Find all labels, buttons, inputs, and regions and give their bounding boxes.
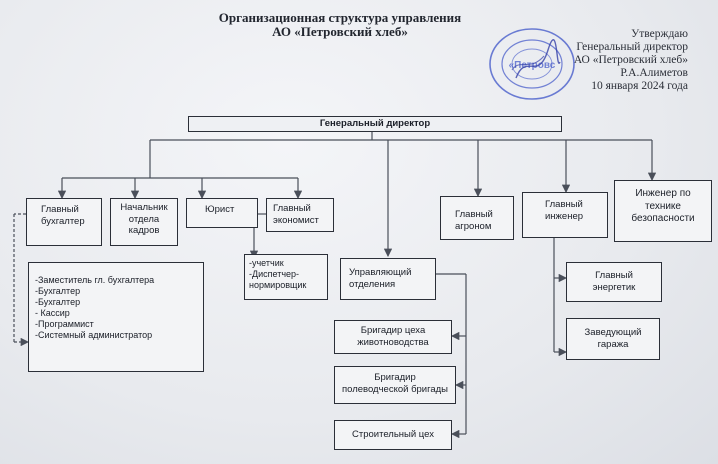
approval-line-approve: Утверждаю — [631, 28, 688, 40]
garage-head-label-2: гаража — [597, 338, 629, 350]
ceo-label: Генеральный директор — [319, 118, 431, 130]
lawyer-box: Юрист — [186, 198, 258, 228]
document-title-line1: Организационная структура управления — [218, 10, 462, 25]
branch-manager-label-1: Управляющий — [349, 267, 412, 278]
ceo-box: Генеральный директор — [188, 116, 562, 132]
chief-economist-box: Главный экономист — [266, 198, 334, 232]
garage-head-label-1: Заведующий — [584, 327, 642, 338]
svg-text:«Петровс: «Петровс — [509, 60, 556, 71]
branch-manager-label-2: отделения — [349, 278, 396, 290]
construction-label: Строительный цех — [352, 429, 434, 441]
hr-head-box: Начальник отдела кадров — [110, 198, 178, 246]
accounting-staff-item: -Бухгалтер — [35, 297, 81, 307]
chief-economist-label-1: Главный — [273, 203, 311, 214]
approval-line-company: АО «Петровский хлеб» — [573, 54, 688, 66]
accounting-staff-box: -Заместитель гл. бухгалтера -Бухгалтер -… — [28, 262, 204, 372]
company-seal-stamp: «Петровс — [489, 28, 575, 100]
livestock-foreman-label-1: Бригадир цеха — [360, 325, 426, 336]
chief-economist-label-2: экономист — [273, 214, 319, 226]
accounting-staff-item: -Программист — [35, 319, 94, 329]
field-foreman-box: Бригадир полеводческой бригады — [334, 366, 456, 404]
chief-agronomist-label-1: Главный — [455, 209, 493, 220]
livestock-foreman-box: Бригадир цеха животноводства — [334, 320, 452, 354]
chief-accountant-label-1: Главный — [41, 204, 79, 215]
field-foreman-label-1: Бригадир — [374, 372, 416, 383]
safety-engineer-label-2: технике — [645, 200, 681, 212]
approval-line-position: Генеральный директор — [576, 41, 688, 53]
safety-engineer-box: Инженер по технике безопасности — [614, 180, 712, 242]
chief-engineer-label-1: Главный — [545, 199, 583, 210]
branch-manager-box: Управляющий отделения — [340, 258, 436, 300]
chief-engineer-label-2: инженер — [545, 210, 584, 222]
livestock-foreman-label-2: животноводства — [357, 336, 429, 348]
hr-head-label-1: Начальник — [120, 202, 168, 213]
accounting-staff-item: -Бухгалтер — [35, 286, 81, 296]
chief-agronomist-box: Главный агроном — [440, 196, 514, 240]
chief-accountant-box: Главный бухгалтер — [26, 198, 102, 246]
economist-staff-item: нормировщик — [249, 280, 307, 290]
field-foreman-label-2: полеводческой бригады — [341, 383, 449, 395]
hr-head-label-2: отдела — [128, 213, 160, 225]
document-title-line2: АО «Петровский хлеб» — [272, 24, 408, 39]
chief-accountant-label-2: бухгалтер — [41, 215, 85, 227]
approval-line-signatory: Р.А.Алиметов — [620, 67, 688, 79]
approval-line-date: 10 января 2024 года — [591, 80, 688, 92]
chief-engineer-box: Главный инженер — [522, 192, 608, 238]
economist-staff-box: -учетчик -Диспетчер- нормировщик — [244, 254, 328, 300]
chief-agronomist-label-2: агроном — [455, 220, 492, 232]
accounting-staff-item: -Системный администратор — [35, 330, 153, 340]
hr-head-label-3: кадров — [128, 225, 160, 236]
lawyer-label: Юрист — [205, 204, 235, 215]
economist-staff-item: -Диспетчер- — [249, 269, 300, 279]
safety-engineer-label-1: Инженер по — [635, 188, 691, 199]
chief-power-label-2: энергетик — [592, 281, 636, 293]
safety-engineer-label-3: безопасности — [631, 213, 695, 224]
accounting-staff-item: - Кассир — [35, 308, 70, 318]
economist-staff-item: -учетчик — [249, 258, 284, 268]
chief-power-engineer-box: Главный энергетик — [566, 262, 662, 302]
accounting-staff-item: -Заместитель гл. бухгалтера — [35, 275, 155, 285]
garage-head-box: Заведующий гаража — [566, 318, 660, 360]
construction-box: Строительный цех — [334, 420, 452, 450]
chief-power-label-1: Главный — [595, 270, 633, 281]
